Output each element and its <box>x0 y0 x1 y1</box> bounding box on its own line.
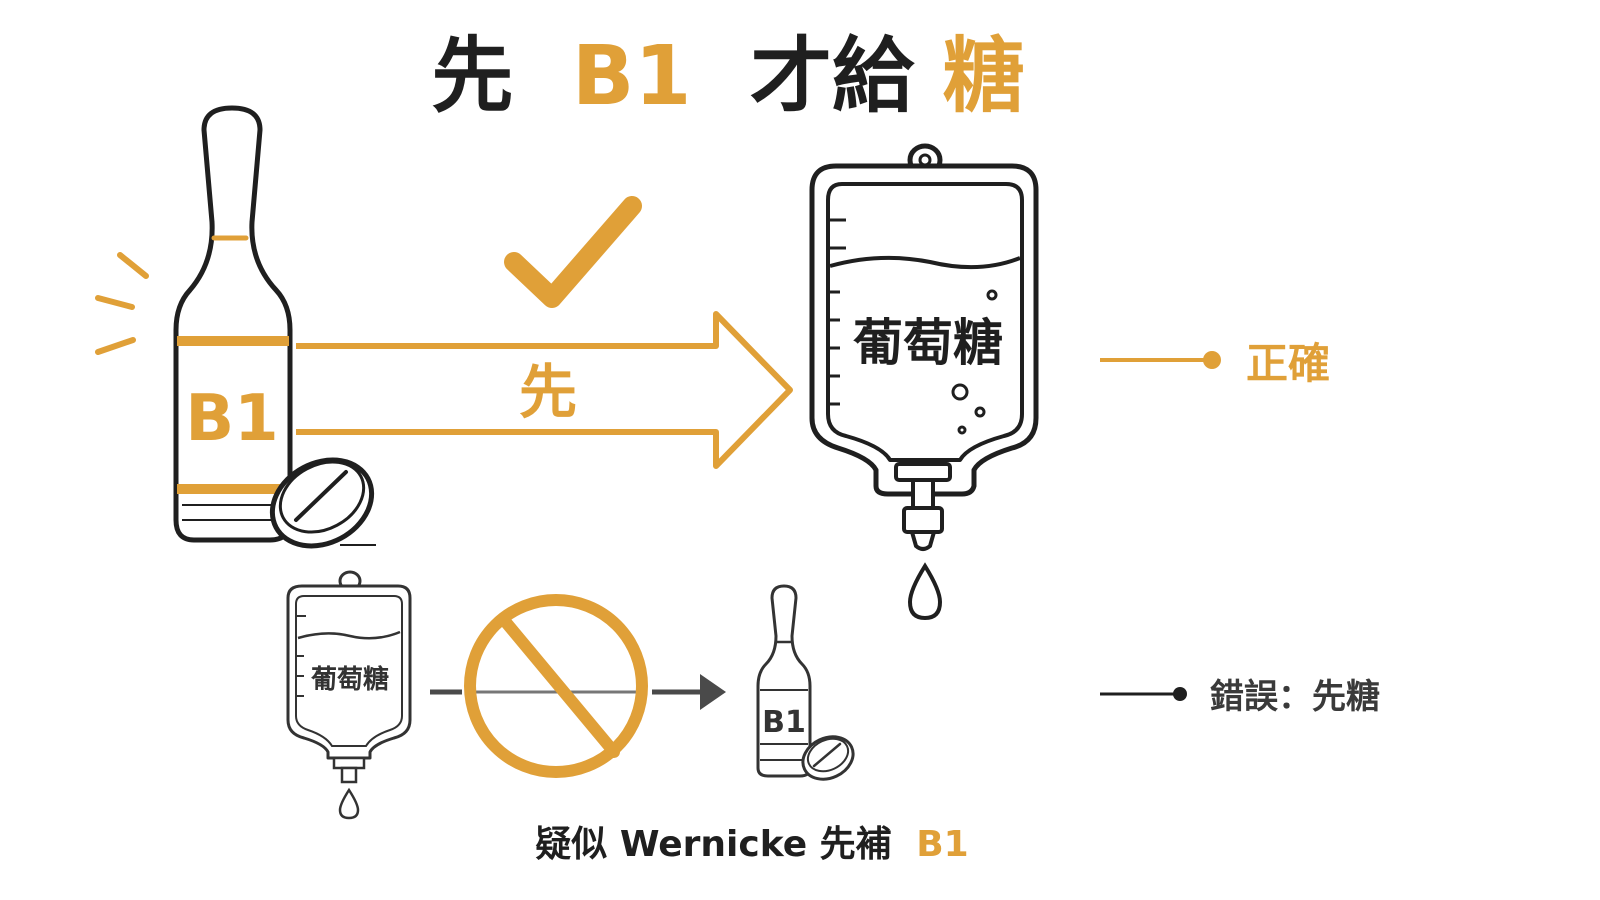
tablet-icon <box>269 457 376 549</box>
wrong-sequence: 葡萄糖 B1 <box>286 570 855 820</box>
title-part-1: 先 <box>431 29 513 124</box>
small-b1-ampoule: B1 <box>756 584 855 781</box>
arrow-label: 先 <box>519 358 577 426</box>
scale-ticks <box>828 218 846 406</box>
glow-rays-icon <box>95 252 149 355</box>
small-tablet-icon <box>801 735 855 781</box>
b1-ampoule: B1 <box>95 105 376 549</box>
wrong-arrow-head-icon <box>700 674 726 710</box>
small-iv-bag: 葡萄糖 <box>286 570 412 820</box>
legend-correct: 正確 <box>1100 339 1330 388</box>
title: 先 B1 才給 糖 <box>431 29 1024 124</box>
title-part-4: 糖 <box>943 29 1025 124</box>
footer: 疑似 Wernicke 先補 B1 <box>535 824 968 865</box>
prohibit-icon <box>464 594 648 778</box>
title-part-3: 才給 <box>750 29 915 124</box>
legend-wrong: 錯誤：先糖 <box>1100 677 1380 717</box>
small-drop-icon <box>338 787 360 820</box>
footer-text: 疑似 Wernicke 先補 <box>535 824 891 865</box>
ampoule-body <box>173 105 293 543</box>
legend-correct-label: 正確 <box>1246 339 1330 388</box>
drop-icon <box>907 562 943 621</box>
title-part-2: B1 <box>572 29 692 124</box>
legend-wrong-label: 錯誤：先糖 <box>1210 677 1380 717</box>
small-bag-label: 葡萄糖 <box>311 664 389 695</box>
ampoule-label: B1 <box>185 382 278 456</box>
svg-text:先 B1 才給 糖: 先 B1 才給 糖 <box>431 29 1024 124</box>
main-arrow: 先 <box>296 311 793 469</box>
glucose-iv-bag: 葡萄糖 <box>809 143 1039 621</box>
small-ampoule-label: B1 <box>762 705 806 740</box>
check-icon <box>504 196 642 308</box>
bag-label: 葡萄糖 <box>853 314 1003 372</box>
footer-highlight: B1 <box>916 824 969 865</box>
bubbles-icon <box>951 289 998 435</box>
svg-text:疑似 Wernicke 先補 B1: 疑似 Wernicke 先補 B1 <box>535 824 968 865</box>
